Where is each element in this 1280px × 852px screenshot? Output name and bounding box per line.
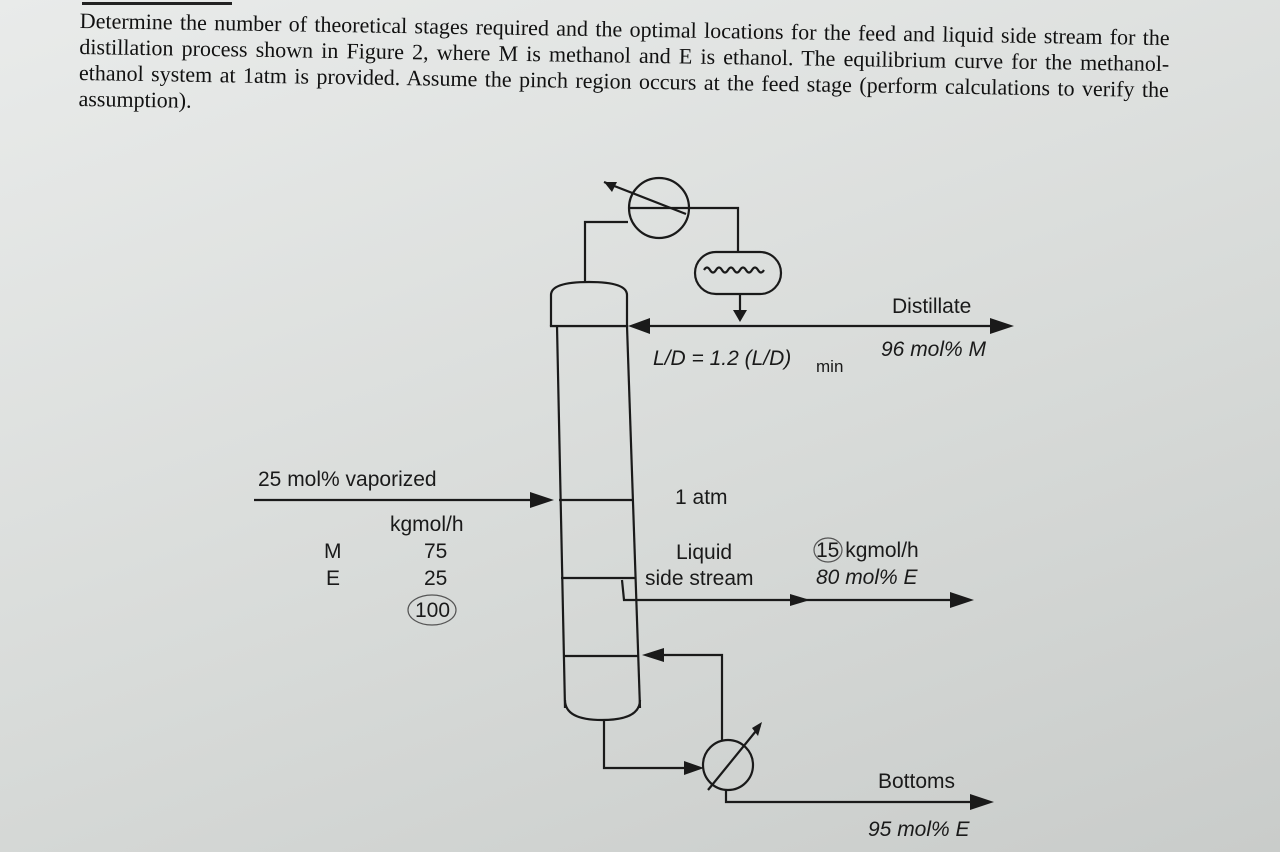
feed-total-circle	[407, 594, 457, 626]
reflux-ratio-subscript: min	[816, 357, 843, 376]
feed-total: 100	[415, 599, 450, 622]
distillate-label: Distillate	[892, 295, 971, 318]
reflux-ratio-label: L/D = 1.2 (L/D)	[653, 347, 791, 370]
side-stream-label: Liquid	[676, 541, 732, 564]
bottoms-label: Bottoms	[878, 770, 955, 793]
bottoms-line	[724, 790, 994, 810]
overhead-vapor-line	[583, 220, 628, 282]
feed-arrow	[254, 492, 554, 508]
side-stream-line	[620, 579, 974, 608]
vapor-return-arrow	[642, 648, 664, 662]
distillate-composition: 96 mol% M	[881, 338, 987, 361]
condenser-icon	[603, 176, 691, 240]
bottoms-composition: 95 mol% E	[868, 818, 971, 841]
side-stream-composition: 80 mol% E	[816, 566, 919, 589]
side-stream-flow-circle	[813, 537, 843, 563]
feed-vapor-fraction: 25 mol% vaporized	[258, 468, 437, 491]
vapor-return-line	[648, 653, 724, 740]
feed-flow: 75	[424, 540, 447, 563]
distillation-column	[549, 280, 642, 722]
heading-underline	[82, 2, 232, 5]
feed-component: E	[326, 567, 340, 590]
reflux-drum-icon	[693, 250, 783, 322]
feed-component: M	[324, 540, 342, 563]
pressure-label: 1 atm	[675, 486, 728, 509]
side-stream-flow: 15 kgmol/h	[816, 539, 919, 562]
reboiler-inlet-arrow	[684, 761, 704, 775]
column-bottom-line	[602, 720, 700, 770]
feed-units: kgmol/h	[390, 513, 464, 536]
reflux-distillate-line	[628, 318, 1014, 334]
condenser-outlet-line	[690, 206, 740, 252]
side-stream-label: side stream	[645, 567, 754, 590]
feed-flow: 25	[424, 567, 447, 590]
reboiler-icon	[701, 722, 762, 792]
